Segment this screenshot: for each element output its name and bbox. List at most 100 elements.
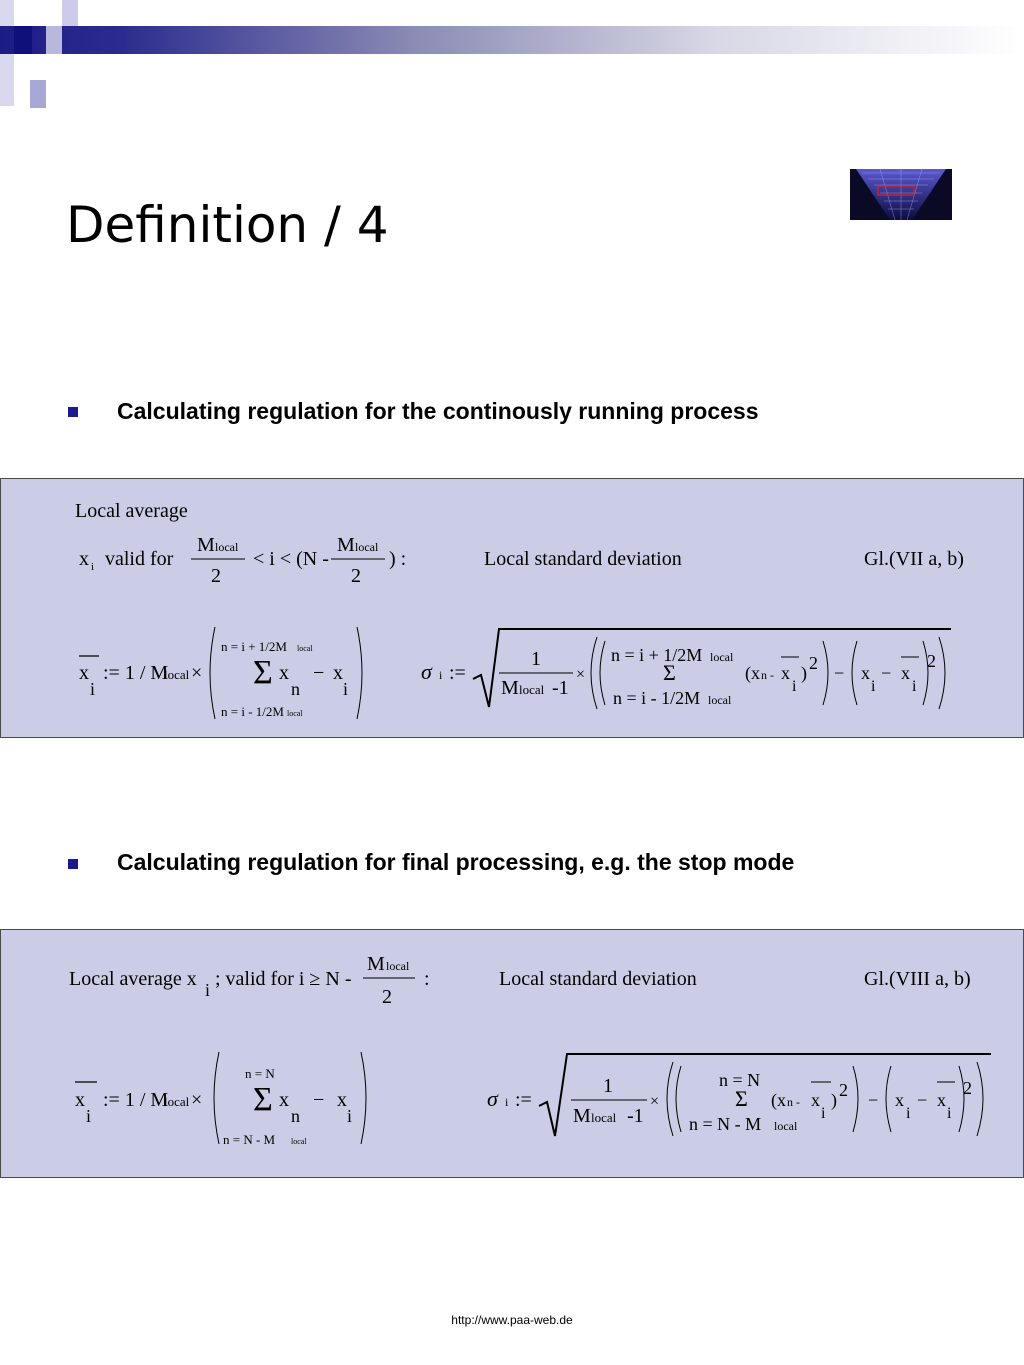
std-paren-close: ): [831, 1090, 837, 1111]
sum-xi: x: [337, 1089, 347, 1111]
frac-m: M: [337, 534, 355, 556]
frac-m: M: [573, 1105, 591, 1127]
label-local-std: Local standard deviation: [499, 968, 697, 990]
sqrt-sign: [472, 628, 951, 708]
header-square: [46, 0, 62, 26]
paren-left: [885, 1065, 892, 1133]
sqrt-sign: [538, 1053, 991, 1137]
big-paren-right: [360, 1051, 367, 1145]
std-square: 2: [809, 653, 818, 673]
minus-sign: −: [313, 662, 324, 684]
times-sign: ×: [576, 666, 585, 683]
std-xi-sub: i: [821, 1105, 826, 1122]
avg-x: x: [75, 1089, 85, 1111]
avg-assign: := 1 / M: [103, 1089, 168, 1111]
header-square: [30, 80, 46, 108]
std-sum-lower: n = N - M: [689, 1114, 761, 1134]
times-sign: ×: [191, 662, 202, 684]
sum-lower-local: local: [287, 709, 303, 718]
header-square: [0, 0, 14, 26]
std-xi: x: [811, 1090, 820, 1110]
avg-local: local: [164, 667, 190, 682]
std-xi-2: x: [895, 1090, 904, 1110]
sum-xn: x: [279, 662, 289, 684]
std-paren-close: ): [801, 663, 807, 684]
std-sum-lower: n = i - 1/2M: [613, 688, 700, 708]
frac-one: 1: [603, 1075, 613, 1097]
paren-right: [938, 636, 946, 710]
sum-upper: n = N: [245, 1066, 275, 1081]
std-xi-3: x: [937, 1090, 946, 1110]
footer-url: http://www.paa-web.de: [451, 1313, 573, 1327]
big-paren-left: [213, 1051, 220, 1145]
bullet-text: Calculating regulation for the continous…: [117, 398, 759, 424]
std-sum-upper: n = i + 1/2M: [611, 645, 702, 665]
sum-sub-i: i: [343, 679, 348, 699]
std-n-minus: n -: [761, 668, 774, 682]
std-xi: x: [781, 663, 790, 683]
std-xi-sub: i: [792, 678, 797, 695]
frac-m: M: [197, 534, 215, 556]
avg-sub-i: i: [86, 1106, 91, 1126]
inequality-text: < i < (N -: [253, 548, 329, 570]
equation-reference: Gl.(VIII a, b): [864, 968, 971, 990]
frac-two: 2: [211, 565, 221, 587]
minus-sign: −: [881, 663, 891, 683]
header-square: [0, 54, 14, 106]
frac-m: M: [367, 953, 385, 975]
std-sum-sigma: Σ: [735, 1086, 748, 1111]
header-square: [62, 0, 78, 26]
std-xi-3-sub: i: [912, 678, 917, 695]
frac-local: local: [355, 540, 379, 554]
std-sum-upper: n = N: [719, 1070, 760, 1090]
sum-sub-n: n: [291, 1106, 300, 1126]
frac-local: local: [591, 1110, 617, 1125]
colon: :: [424, 968, 430, 990]
sigma-sub-i: i: [505, 1095, 509, 1109]
avg-local: local: [164, 1094, 190, 1109]
header-square: [46, 26, 62, 54]
times-sign: ×: [650, 1093, 659, 1110]
paren-left: [666, 1061, 674, 1137]
formula-box-stop-mode: Local average x i ; valid for i ≥ N - M …: [0, 929, 1024, 1178]
formula-box-continuous: Local average x i valid for M local 2 < …: [0, 478, 1024, 738]
validity-sub: i: [91, 561, 94, 573]
paren-right: [976, 1061, 984, 1137]
sum-sub-i: i: [347, 1106, 352, 1126]
std-square-2: 2: [963, 1078, 972, 1098]
sum-lower: n = i - 1/2M: [221, 704, 284, 719]
sigma-assign: :=: [449, 662, 466, 684]
avg-assign: := 1 / M: [103, 662, 168, 684]
std-n-minus: n -: [787, 1095, 800, 1109]
paren-right: [822, 640, 829, 706]
sum-upper-local: local: [297, 644, 313, 653]
frac-local: local: [215, 540, 239, 554]
label-local-average: Local average x: [69, 968, 197, 990]
minus-sign: −: [868, 1090, 878, 1110]
std-xi-2-sub: i: [906, 1105, 911, 1122]
page-title: Definition / 4: [66, 196, 389, 254]
sigma-symbol: σ: [421, 659, 433, 684]
label-local-average: Local average: [75, 500, 188, 522]
sigma-sub-i: i: [439, 668, 443, 682]
sum-sigma: Σ: [253, 1081, 273, 1118]
close-colon: ) :: [389, 548, 406, 570]
sum-sigma: Σ: [253, 654, 273, 691]
bullet-marker: [68, 859, 78, 869]
minus-sign: −: [834, 663, 844, 683]
frac-m: M: [501, 677, 519, 699]
paren-left: [675, 1065, 682, 1133]
paren-left: [599, 640, 606, 706]
paren-right: [852, 1065, 859, 1133]
sum-upper: n = i + 1/2M: [221, 639, 287, 654]
header-square: [14, 26, 32, 54]
paren-right: [958, 1065, 965, 1133]
std-square-2: 2: [927, 651, 936, 671]
bullet-marker: [68, 407, 78, 417]
sigma-assign: :=: [515, 1089, 532, 1111]
paren-right: [922, 640, 929, 706]
equation-reference: Gl.(VII a, b): [864, 548, 964, 570]
times-sign: ×: [191, 1089, 202, 1111]
std-xi-2: x: [861, 663, 870, 683]
std-sum-lower-local: local: [708, 693, 732, 707]
